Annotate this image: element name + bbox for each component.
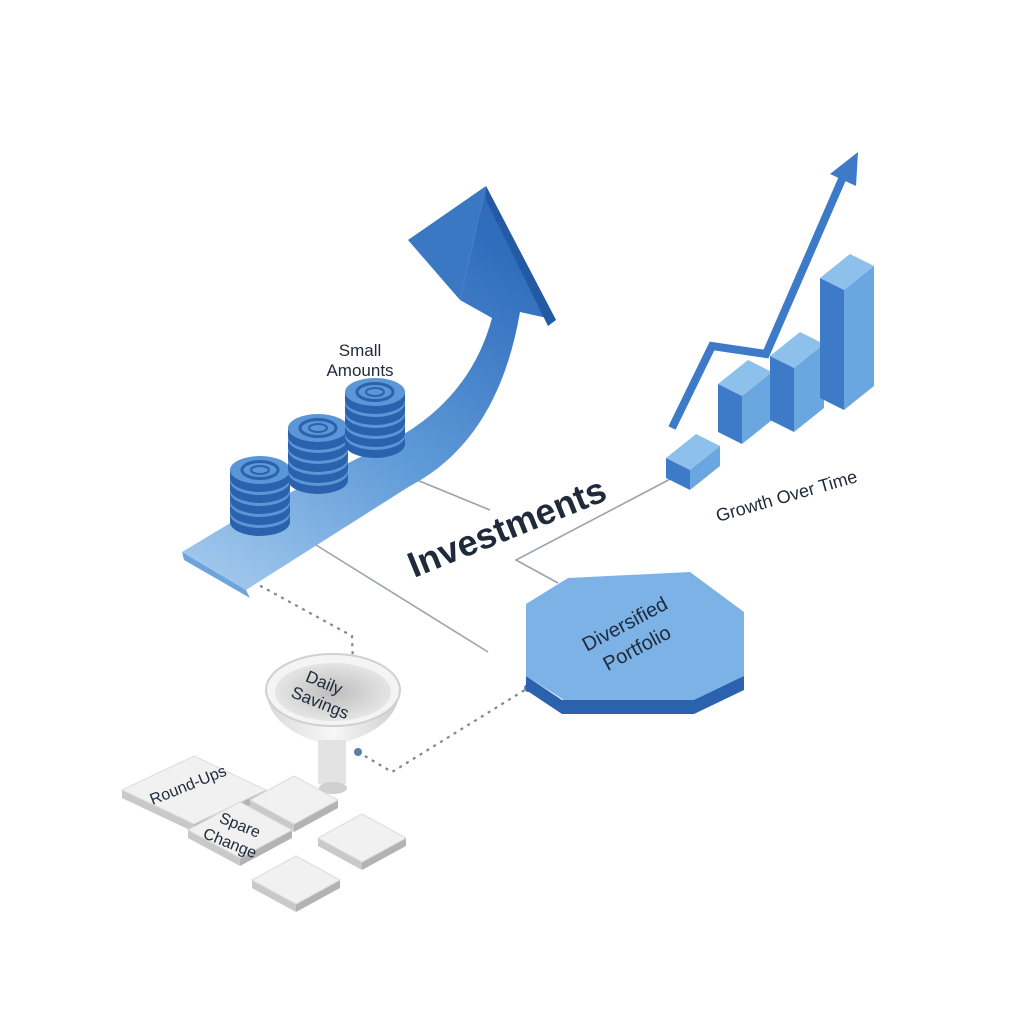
connector-dot [354,748,362,756]
funnel-icon [265,653,401,794]
growth-bar [718,360,772,444]
input-tile [250,855,342,912]
connector-lines [315,474,679,653]
trend-line [668,168,850,430]
growth-bar [820,254,874,410]
growth-over-time-label: Growth Over Time [714,466,860,525]
coin-stack [345,378,405,458]
dotted-connectors [245,577,529,774]
dotted-connector [357,687,529,774]
growth-arrow-icon [182,186,556,598]
small-amounts-label-line1: Small [339,341,382,360]
connector-line [315,544,489,653]
growth-bars [666,254,874,490]
dotted-connector [245,577,355,665]
coin-stacks [230,378,405,536]
growth-bar [666,434,720,490]
coin-stack [230,456,290,536]
trend-arrowhead [830,152,858,186]
input-tile [316,813,408,870]
octagon-platform-icon [526,572,744,714]
growth-bar [770,332,824,432]
connector-line [411,477,491,511]
input-tile [248,775,340,832]
input-tile [186,801,294,866]
bar-chart-icon [668,152,858,430]
coin-stack [288,414,348,494]
input-tiles [120,755,408,912]
connector-line [514,474,679,584]
small-amounts-label-line2: Amounts [326,361,393,380]
